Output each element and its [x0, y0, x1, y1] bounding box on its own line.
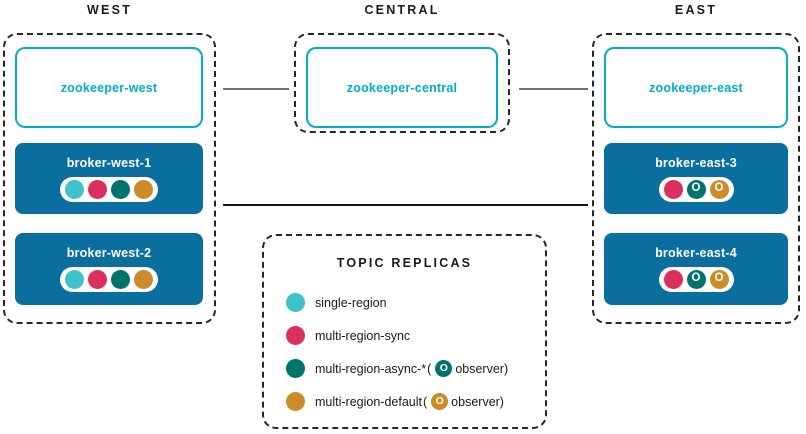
legend-swatch-single-region — [286, 293, 305, 312]
legend-box: TOPIC REPLICAS single-region multi-region… — [262, 234, 547, 429]
broker-node-west-2[interactable]: broker-west-2 — [15, 233, 203, 305]
link-zookeeper-central-east — [519, 88, 588, 90]
link-zookeeper-west-central — [223, 88, 289, 90]
zookeeper-label-east: zookeeper-east — [649, 80, 743, 95]
legend-label: multi-region-sync — [315, 329, 410, 343]
legend-label-text: single-region — [315, 295, 387, 310]
broker-label-west-2: broker-west-2 — [66, 246, 152, 260]
broker-label-east-3: broker-east-3 — [655, 155, 737, 170]
replica-pill-west-2 — [60, 267, 158, 292]
legend-observer-open-paren: ( — [423, 394, 428, 409]
zookeeper-label-central: zookeeper-central — [346, 80, 458, 95]
zookeeper-label-west: zookeeper-west — [60, 80, 158, 95]
legend-swatch-multi-region-async — [286, 359, 305, 378]
zookeeper-node-west[interactable]: zookeeper-west — [15, 47, 203, 128]
replica-dot-multi-region-async-observer: O — [686, 179, 706, 199]
broker-label-east-4: broker-east-4 — [655, 246, 737, 260]
replica-dot-multi-region-async — [111, 179, 130, 199]
region-box-central — [294, 33, 510, 133]
observer-glyph: O — [714, 272, 724, 285]
legend-observer-dot: O — [435, 360, 453, 377]
replica-dot-multi-region-default-observer: O — [709, 270, 729, 289]
region-box-west — [3, 33, 216, 324]
observer-glyph: O — [691, 181, 701, 194]
replica-dot-multi-region-default — [134, 270, 153, 289]
legend-items: single-region multi-region-sync multi-regi… — [286, 286, 531, 418]
link-broker-west-east — [223, 204, 588, 206]
replica-dot-multi-region-sync — [88, 179, 107, 199]
legend-observer-dot: O — [431, 393, 449, 410]
broker-node-west-1[interactable]: broker-west-1 — [15, 143, 203, 214]
replica-dot-multi-region-sync — [663, 270, 683, 289]
observer-glyph: O — [435, 394, 444, 407]
replica-dot-multi-region-async-observer: O — [686, 270, 706, 289]
replica-dot-single-region — [65, 179, 84, 199]
legend-row-multi-region-sync: multi-region-sync — [286, 319, 531, 352]
legend-row-single-region: single-region — [286, 286, 531, 319]
legend-label-text: multi-region-async-* — [315, 361, 427, 376]
legend-swatch-multi-region-sync — [286, 326, 305, 345]
observer-glyph: O — [439, 361, 448, 374]
replica-dot-multi-region-sync — [663, 179, 683, 199]
replica-pill-west-1 — [60, 176, 158, 202]
legend-label-text: multi-region-default — [315, 394, 422, 409]
legend-label: single-region — [315, 296, 387, 310]
broker-label-west-1: broker-west-1 — [66, 155, 152, 170]
replica-dot-multi-region-default — [134, 179, 153, 199]
region-title-central: CENTRAL — [364, 3, 440, 17]
observer-glyph: O — [691, 272, 701, 285]
replica-dot-multi-region-sync — [88, 270, 107, 289]
observer-glyph: O — [714, 181, 724, 194]
legend-observer-suffix: observer) — [451, 394, 504, 409]
legend-title: TOPIC REPLICAS — [336, 256, 473, 270]
zookeeper-node-central[interactable]: zookeeper-central — [306, 47, 498, 128]
legend-label-text: multi-region-sync — [315, 328, 411, 343]
replica-dot-multi-region-default-observer: O — [709, 179, 729, 199]
zookeeper-node-east[interactable]: zookeeper-east — [604, 47, 788, 128]
region-box-east — [592, 33, 800, 324]
region-title-east: EAST — [674, 3, 718, 17]
legend-observer-suffix: observer) — [455, 361, 509, 376]
legend-swatch-multi-region-default — [286, 392, 305, 411]
legend-observer-open-paren: ( — [427, 361, 432, 376]
replica-dot-multi-region-async — [111, 270, 130, 289]
region-title-west: WEST — [87, 3, 132, 17]
replica-dot-single-region — [65, 270, 84, 289]
